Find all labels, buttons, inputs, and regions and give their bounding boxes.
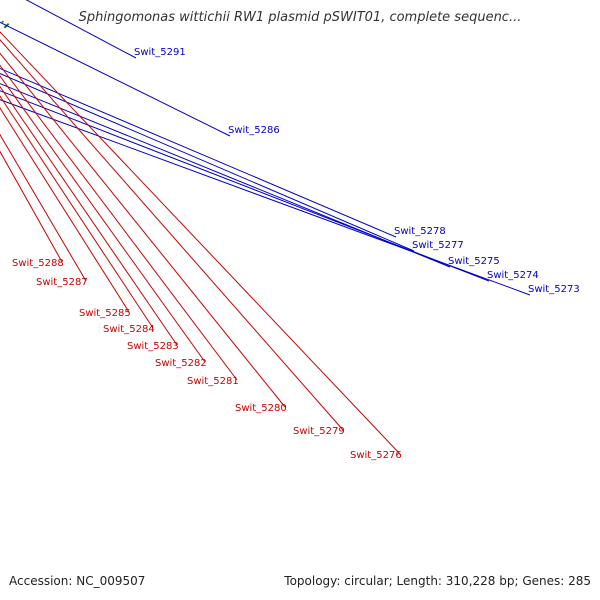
forward-gene-label: Swit_5286 (228, 125, 280, 136)
reverse-gene-labels: Swit_5288Swit_5287Swit_5285Swit_5284Swit… (0, 31, 402, 461)
forward-gene-leader (0, 73, 415, 252)
forward-gene-labels: Swit_5291Swit_5286Swit_5278Swit_5277Swit… (0, 0, 580, 296)
forward-gene-leader (0, 67, 397, 238)
forward-gene-label: Swit_5275 (448, 256, 500, 267)
reverse-gene-leader (0, 64, 238, 381)
forward-gene-label: Swit_5273 (528, 284, 580, 295)
forward-gene-leader (0, 99, 531, 296)
forward-gene-leader (0, 90, 490, 282)
reverse-gene-leader (0, 150, 63, 263)
reverse-gene-label: Swit_5276 (350, 450, 402, 461)
reverse-gene-label: Swit_5285 (79, 308, 131, 319)
map-title: Sphingomonas wittichii RW1 plasmid pSWIT… (78, 10, 522, 25)
reverse-gene-leader (0, 31, 401, 455)
reverse-gene-leader (0, 75, 206, 363)
reverse-gene-leader (0, 39, 344, 431)
tick-mark (1, 20, 5, 23)
forward-gene-label: Swit_5278 (394, 226, 446, 237)
forward-gene-label: Swit_5277 (412, 240, 464, 251)
reverse-gene-leader (0, 85, 178, 346)
reverse-gene-leader (0, 107, 130, 313)
forward-gene-label: Swit_5274 (487, 270, 539, 281)
reverse-gene-label: Swit_5283 (127, 341, 179, 352)
reverse-gene-label: Swit_5280 (235, 403, 287, 414)
reverse-gene-label: Swit_5288 (12, 258, 64, 269)
forward-gene-label: Swit_5291 (134, 47, 186, 58)
forward-gene-leader (0, 83, 451, 268)
forward-gene-leader (0, 21, 231, 137)
reverse-gene-leader (0, 133, 87, 282)
accession-text: Accession: NC_009507 (9, 574, 146, 588)
reverse-gene-label: Swit_5287 (36, 277, 88, 288)
reverse-gene-label: Swit_5284 (103, 324, 155, 335)
reverse-gene-label: Swit_5281 (187, 376, 239, 387)
topology-summary: Topology: circular; Length: 310,228 bp; … (284, 574, 591, 588)
forward-gene-leader (25, 0, 137, 59)
reverse-gene-label: Swit_5282 (155, 358, 207, 369)
reverse-gene-label: Swit_5279 (293, 426, 345, 437)
reverse-gene-leader (0, 95, 154, 329)
reverse-gene-leader (0, 52, 286, 408)
